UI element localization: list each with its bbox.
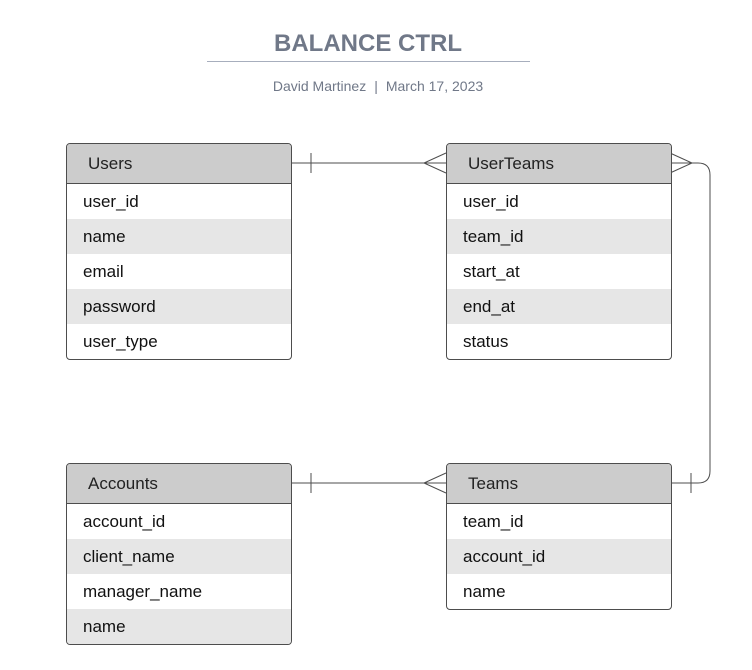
relationship-users-userteams xyxy=(291,152,447,174)
field-row: end_at xyxy=(447,289,671,324)
diagram-subtitle: David Martinez | March 17, 2023 xyxy=(0,78,752,94)
diagram-title: BALANCE CTRL xyxy=(274,30,462,57)
subtitle-separator: | xyxy=(374,78,378,94)
field-row: start_at xyxy=(463,262,520,281)
many-marker xyxy=(669,152,694,174)
entity-userteams[interactable]: UserTeams user_id team_id start_at end_a… xyxy=(446,143,672,360)
field-row: password xyxy=(67,289,291,324)
field-row: name xyxy=(67,219,291,254)
field-row: client_name xyxy=(67,539,291,574)
field-row: status xyxy=(463,332,509,351)
relationship-accounts-teams xyxy=(291,472,447,494)
entity-accounts[interactable]: Accounts account_id client_name manager_… xyxy=(66,463,292,645)
field-row: team_id xyxy=(463,512,524,531)
diagram-date: March 17, 2023 xyxy=(385,78,484,94)
field-row: account_id xyxy=(447,539,671,574)
entity-teams[interactable]: Teams team_id account_id name xyxy=(446,463,672,610)
connector-line xyxy=(670,162,711,484)
relationship-teams-userteams xyxy=(669,152,711,493)
field-row: email xyxy=(83,262,124,281)
entity-header: Accounts xyxy=(67,464,291,504)
entity-header: Teams xyxy=(447,464,671,504)
field-row: team_id xyxy=(447,219,671,254)
many-marker xyxy=(422,472,447,494)
many-marker xyxy=(422,152,447,174)
field-row: manager_name xyxy=(83,582,203,601)
entity-header: Users xyxy=(67,144,291,184)
field-row: account_id xyxy=(83,512,166,531)
author-name: David Martinez xyxy=(272,78,367,94)
field-row: name xyxy=(463,582,506,601)
field-row: user_id xyxy=(83,192,139,211)
field-row: name xyxy=(67,609,291,644)
field-row: user_type xyxy=(83,332,158,351)
title-underline xyxy=(207,61,530,62)
entity-header: UserTeams xyxy=(447,144,671,184)
field-row: user_id xyxy=(463,192,519,211)
entity-users[interactable]: Users user_id name email password user_t… xyxy=(66,143,292,360)
